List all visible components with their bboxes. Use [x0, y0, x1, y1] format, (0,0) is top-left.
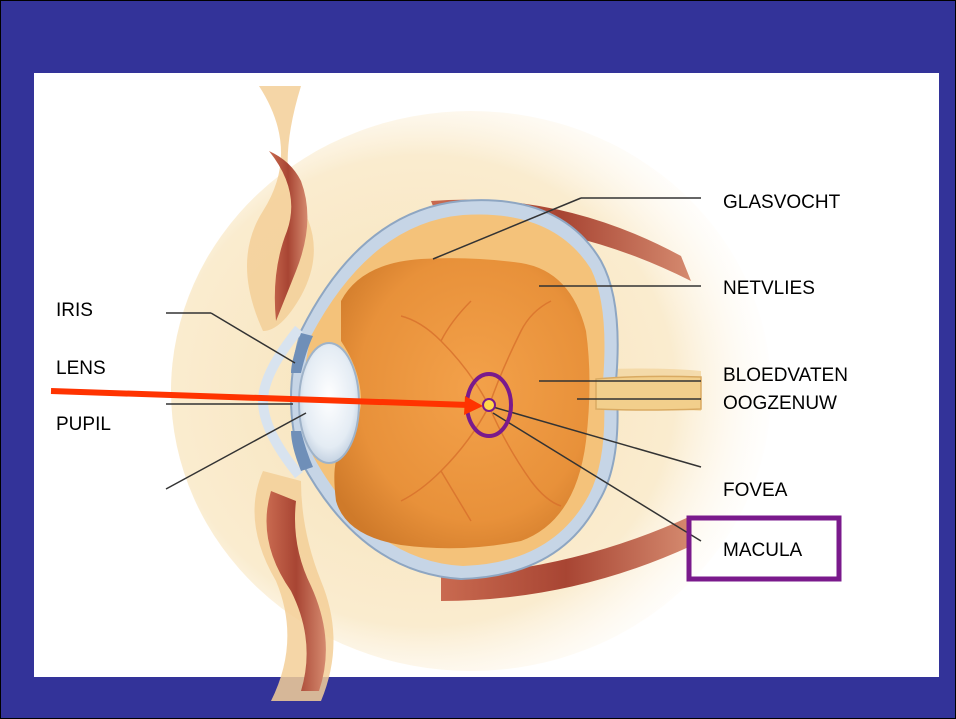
label-netvlies: NETVLIES [723, 279, 815, 298]
label-pupil: PUPIL [56, 415, 111, 434]
label-glasvocht: GLASVOCHT [723, 193, 840, 212]
label-bloedvaten: BLOEDVATEN [723, 366, 848, 385]
label-fovea: FOVEA [723, 481, 787, 500]
label-oogzenuw: OOGZENUW [723, 394, 837, 413]
fovea-dot [483, 399, 495, 411]
label-macula: MACULA [723, 541, 802, 560]
label-iris: IRIS [56, 301, 93, 320]
label-lens: LENS [56, 359, 106, 378]
